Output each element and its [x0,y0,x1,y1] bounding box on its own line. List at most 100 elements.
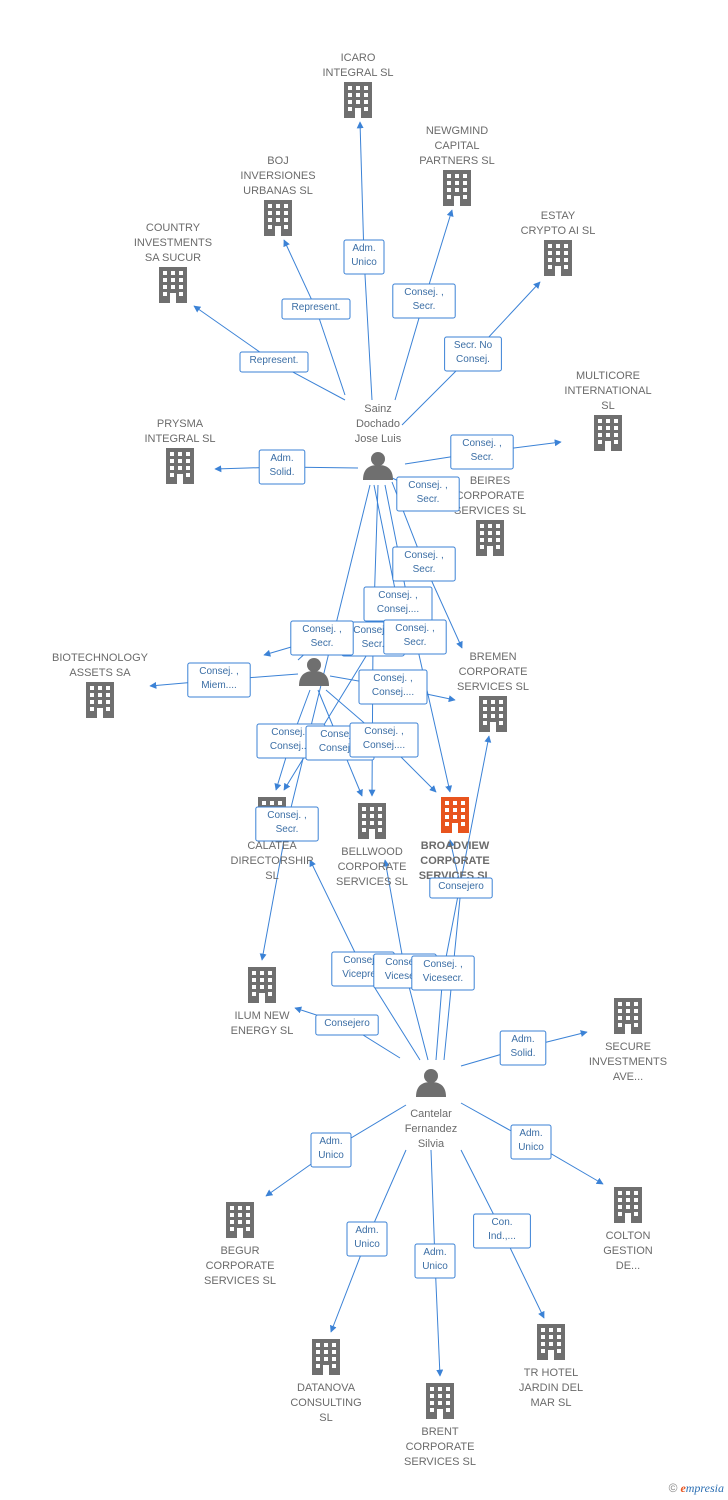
relation-text: Consej.... [319,743,361,754]
building-icon [86,682,114,718]
relation-text: Consej. , [302,624,341,635]
relation-label-r9[interactable]: Consej. , Secr. [392,546,456,582]
relation-label-r27[interactable]: Adm.Unico [510,1124,552,1160]
company-secure[interactable]: SECUREINVESTMENTSAVE... [589,998,667,1083]
relation-text: Adm. [352,243,375,254]
building-icon [476,520,504,556]
building-icon [544,240,572,276]
relation-text: Consej.... [377,604,419,615]
person-label: Jose Luis [355,433,402,445]
relation-label-r18[interactable]: Consej. ,Consej.... [349,722,419,758]
company-label: URBANAS SL [243,185,313,197]
relation-label-r23[interactable]: Consej. ,Vicesecr. [411,955,475,991]
company-label: ENERGY SL [231,1025,294,1037]
relation-label-r8[interactable]: Consej. ,Secr. [396,476,460,512]
company-label: DE... [616,1260,640,1272]
relation-label-r29[interactable]: Adm. Unico [414,1243,456,1279]
relation-text: Unico [518,1142,544,1153]
company-label: DATANOVA [297,1382,356,1394]
relation-label-r20[interactable]: Consejero [429,877,493,899]
company-label: SERVICES SL [204,1275,276,1287]
company-label: INVESTMENTS [134,237,212,249]
building-icon [264,200,292,236]
person-label: Fernandez [405,1123,458,1135]
company-colton[interactable]: COLTONGESTIONDE... [603,1187,653,1272]
company-label: ICARO [341,52,376,64]
building-icon [443,170,471,206]
relation-label-r24[interactable]: Consejero [315,1014,379,1036]
relation-text: Consej. , [267,810,306,821]
building-icon [614,998,642,1034]
company-label: INTERNATIONAL [564,385,651,397]
relation-text: Secr. [413,564,436,575]
relation-label-r15[interactable]: Consej. ,Consej.... [358,669,428,705]
company-label: BIOTECHNOLOGY [52,652,149,664]
relation-label-r28[interactable]: Adm.Unico [346,1221,388,1257]
company-label: MAR SL [531,1397,572,1409]
relation-text: Consej. [456,354,490,365]
brand-logo-rest: mpresia [685,1481,724,1495]
relation-text: Unico [422,1261,448,1272]
relation-label-r26[interactable]: Adm.Unico [310,1132,352,1168]
building-icon [426,1383,454,1419]
copyright-symbol: © [668,1481,678,1495]
company-label: CALATEA [247,840,297,852]
relation-label-r1[interactable]: Adm.Unico [343,239,385,275]
company-label: BEGUR [220,1245,259,1257]
relation-label-r2[interactable]: Represent. [281,298,351,320]
relation-text: Secr. [276,824,299,835]
relation-label-r19[interactable]: Consej. , Secr. [255,806,319,842]
building-icon [344,82,372,118]
person-icon [416,1069,446,1097]
relation-label-r7[interactable]: Consej. ,Secr. [450,434,514,470]
person-label: Silvia [418,1138,445,1150]
relation-label-r12[interactable]: Consej. ,Secr. [383,619,447,655]
company-label: SERVICES SL [457,681,529,693]
relation-text: Consej.... [372,687,414,698]
relation-label-r4[interactable]: Represent. [239,351,309,373]
company-label: MULTICORE [576,370,640,382]
relation-label-r14[interactable]: Consej. ,Miem.... [187,662,251,698]
relation-label-r10[interactable]: Consej. ,Consej.... [363,586,433,622]
company-label: SL [265,870,278,882]
relation-label-r30[interactable]: Con.Ind.,... [473,1213,531,1249]
building-icon [166,448,194,484]
relation-text: Adm. [423,1247,446,1258]
relation-label-r6[interactable]: Adm.Solid. [258,449,306,485]
relation-text: Solid. [510,1048,535,1059]
relation-label-r13[interactable]: Consej. ,Secr. [290,620,354,656]
relation-text: Unico [318,1150,344,1161]
relation-text: Consej. , [404,550,443,561]
relation-text: Consejero [324,1018,370,1029]
relation-text: Consej.... [363,740,405,751]
relation-label-r25[interactable]: Adm.Solid. [499,1030,547,1066]
building-icon [312,1339,340,1375]
relation-text: Ind.,... [488,1231,516,1242]
relation-label-r3[interactable]: Consej. ,Secr. [392,283,456,319]
relation-text: Solid. [269,467,294,478]
relation-text: Secr. [471,452,494,463]
company-label: BREMEN [469,651,516,663]
